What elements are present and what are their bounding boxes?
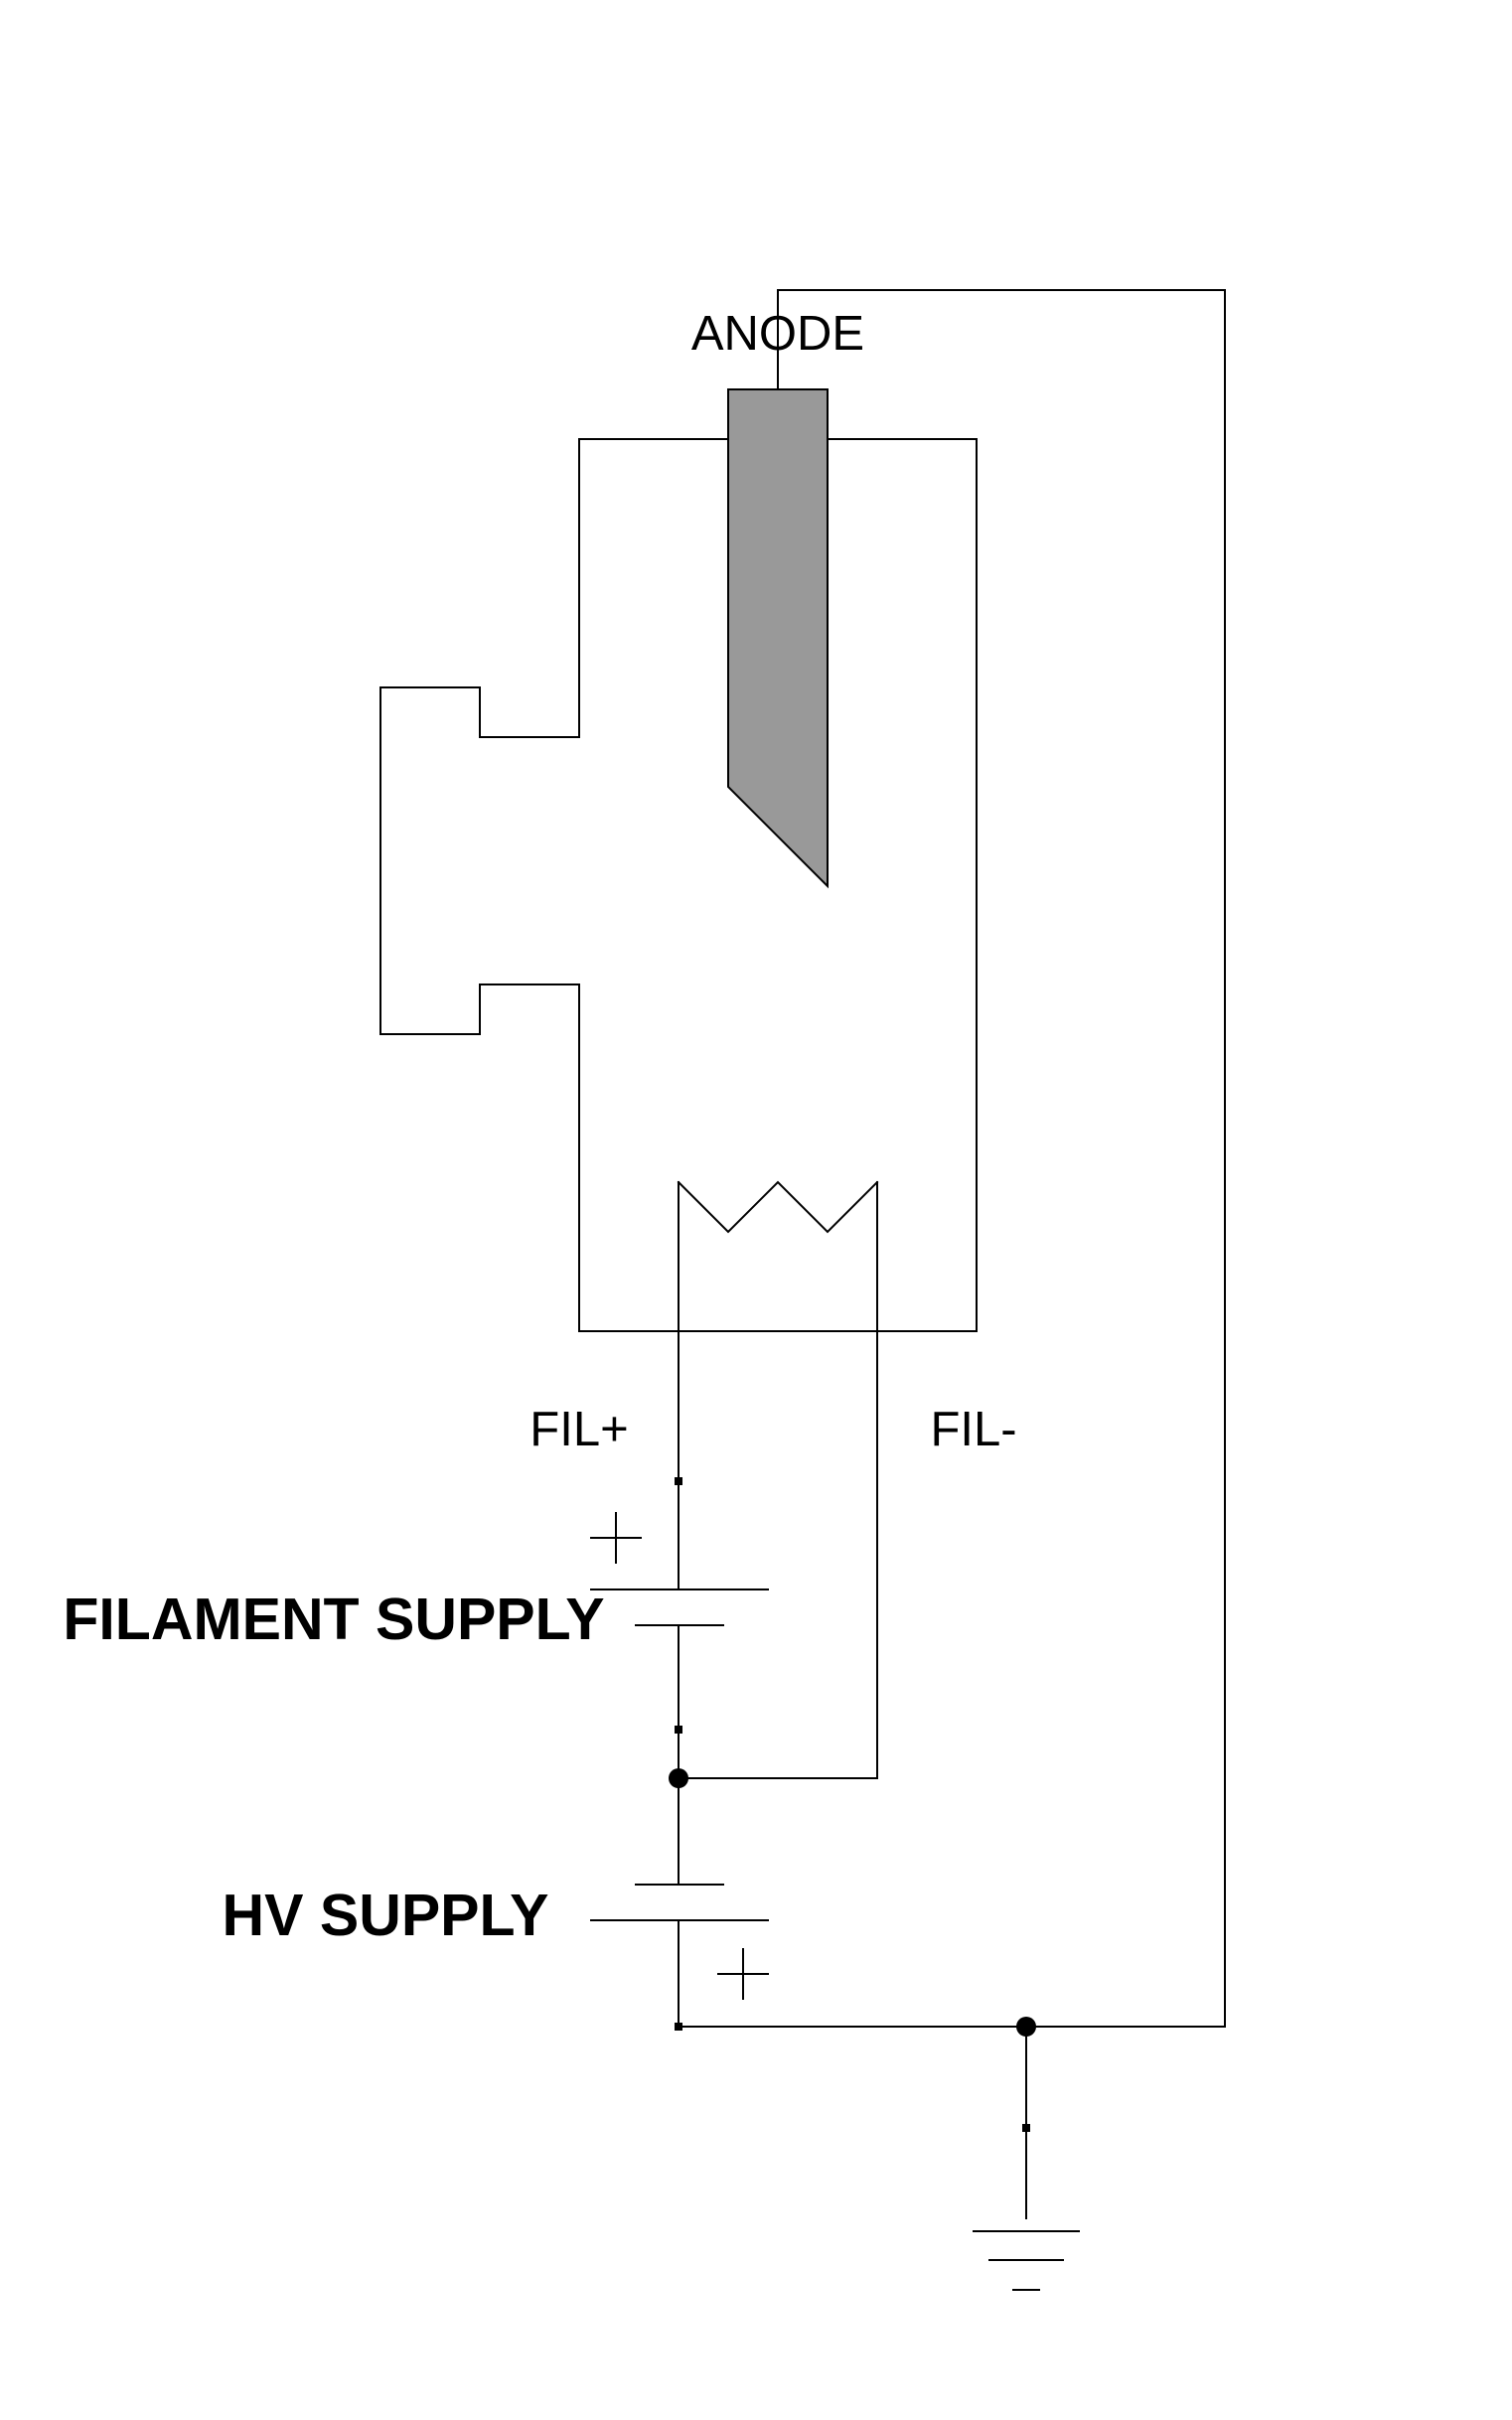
fil-minus-label: FIL- [930,1403,1016,1456]
junction-dot-supplies [669,1768,688,1788]
anode-label: ANODE [691,307,864,361]
pin-marker [675,2023,682,2031]
fil-minus-lead [678,1181,878,1779]
pin-marker [675,1726,682,1734]
tube-envelope [379,438,978,1332]
filament-plus-icon [590,1512,642,1564]
hv-supply-battery [590,1884,769,2028]
junction-dot-ground [1016,2017,1036,2037]
filament-coil [677,1180,879,1234]
hv-supply-label: HV SUPPLY [223,1883,549,1948]
anode-electrode [727,388,829,889]
hv-plus-icon [717,1948,769,2000]
fil-plus-label: FIL+ [529,1403,628,1456]
filament-supply-battery [590,1512,769,1779]
pin-marker [1022,2124,1030,2132]
pin-marker [675,1477,682,1485]
ground-icon [973,2026,1080,2291]
anode-return-wire [777,289,1226,2028]
filament-supply-label: FILAMENT SUPPLY [63,1587,604,1652]
